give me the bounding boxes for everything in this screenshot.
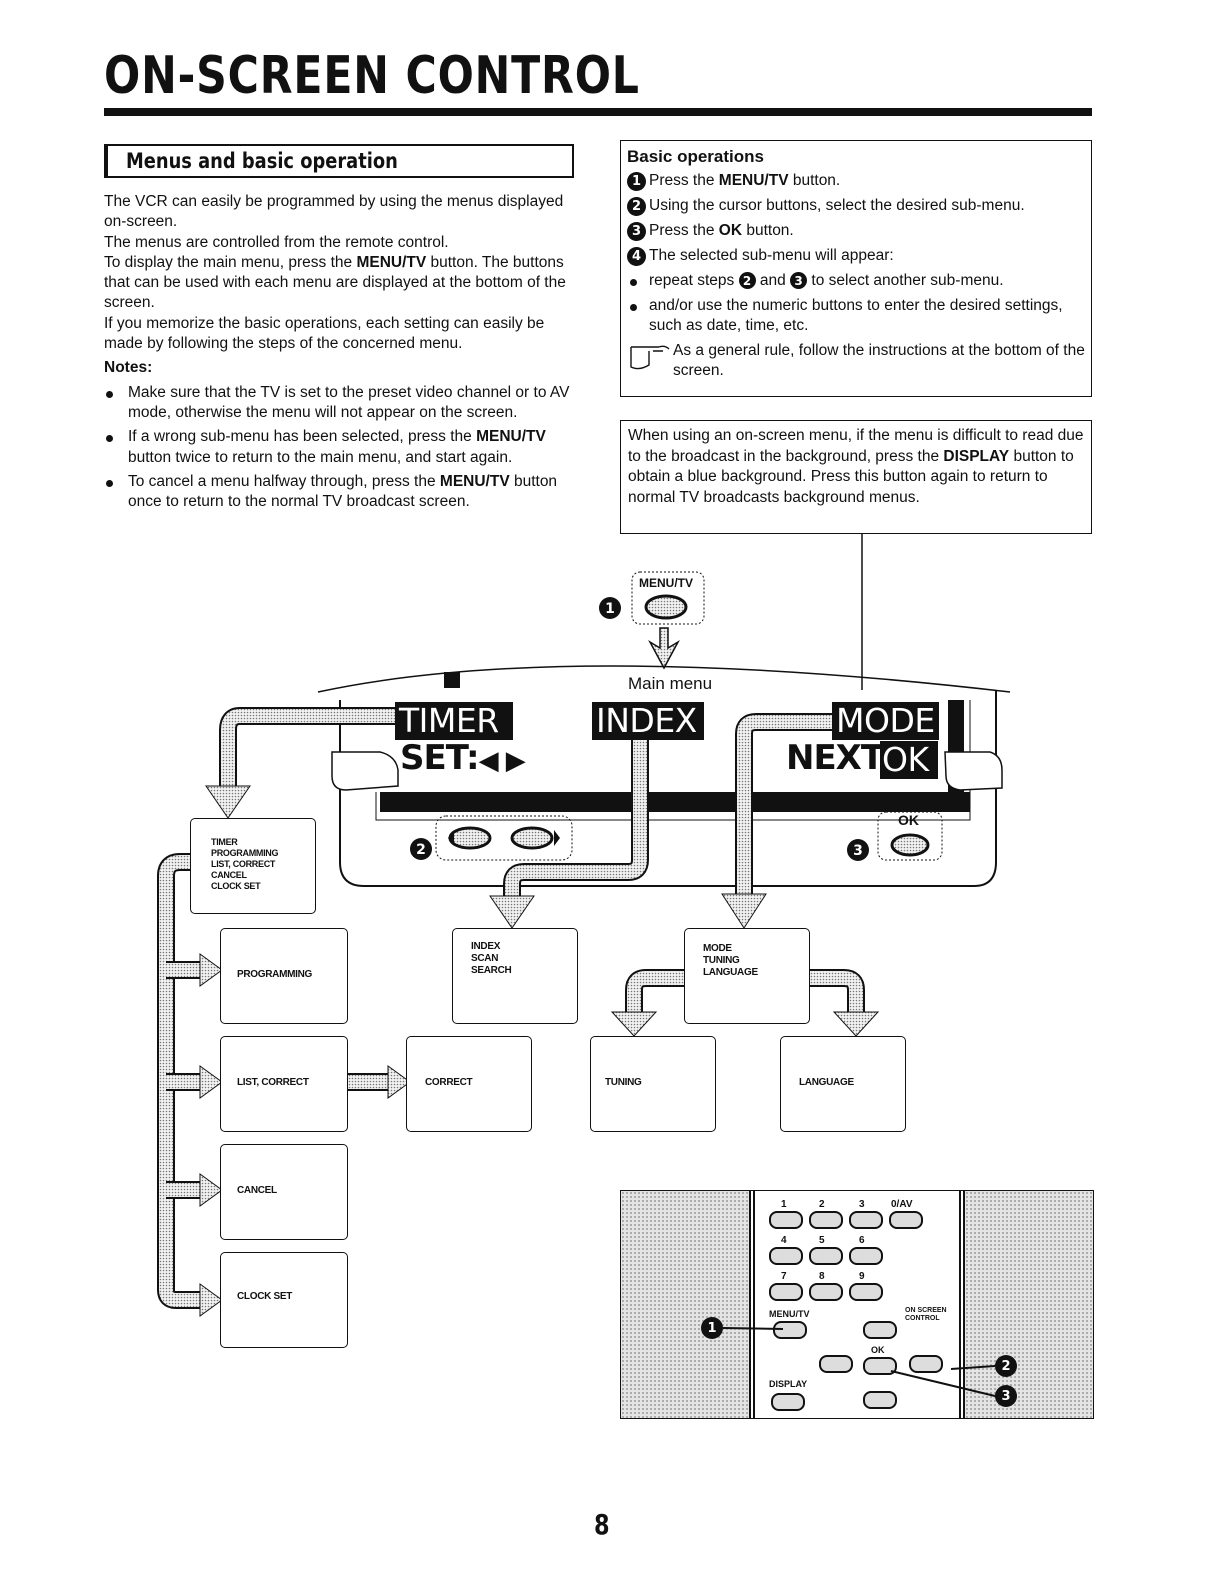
remote-step-2-icon: 2 — [995, 1355, 1017, 1377]
key-label: 5 — [819, 1235, 825, 1246]
menu-tv-button[interactable] — [773, 1321, 807, 1339]
key-5-button[interactable] — [809, 1247, 843, 1265]
osd-set: SET:◀ ▶ — [400, 738, 526, 778]
osd-index: INDEX — [592, 702, 701, 740]
key-label: 2 — [819, 1199, 825, 1210]
remote-step-3-icon: 3 — [995, 1385, 1017, 1407]
osd-mode: MODE — [832, 702, 939, 740]
key-3-button[interactable] — [849, 1211, 883, 1229]
remote-connectors — [722, 1327, 996, 1397]
key-8-button[interactable] — [809, 1283, 843, 1301]
key-label: 9 — [859, 1271, 865, 1282]
hint-note: As a general rule, follow the instructio… — [627, 341, 1085, 381]
clock-set-screen: CLOCK SET — [220, 1252, 348, 1348]
remote-control-detail: 1 2 3 0/AV 4 5 6 7 8 9 MENU/TV ON SCREEN… — [620, 1190, 1094, 1419]
memorize-paragraph: If you memorize the basic operations, ea… — [104, 314, 545, 353]
main-menu-label: Main menu — [628, 674, 713, 693]
intro-paragraph: The VCR can easily be programmed by usin… — [104, 193, 564, 231]
index-menu-screen: INDEX SCAN SEARCH — [452, 928, 578, 1024]
key-2-button[interactable] — [809, 1211, 843, 1229]
cursor-left-button[interactable] — [819, 1355, 853, 1373]
svg-text:1: 1 — [605, 601, 615, 617]
osd-ok: OK — [880, 740, 931, 779]
note-item: To cancel a menu halfway through, press … — [104, 472, 584, 513]
section-heading-box: Menus and basic operation — [104, 144, 574, 178]
menu-tv-key-label: MENU/TV — [769, 1309, 810, 1319]
key-label: 4 — [781, 1235, 787, 1246]
key-label: 6 — [859, 1235, 865, 1246]
programming-screen: PROGRAMMING — [220, 928, 348, 1024]
tuning-screen: TUNING — [590, 1036, 716, 1132]
cancel-screen: CANCEL — [220, 1144, 348, 1240]
key-label: 3 — [859, 1199, 865, 1210]
svg-text:3: 3 — [853, 843, 863, 859]
notes-heading: Notes: — [104, 359, 153, 377]
intro-text: The VCR can easily be programmed by usin… — [104, 192, 584, 512]
sub-bullet: and/or use the numeric buttons to enter … — [627, 296, 1085, 336]
key-label: 0/AV — [891, 1199, 913, 1210]
display-main-paragraph: To display the main menu, press the MENU… — [104, 253, 566, 312]
pointing-hand-icon — [630, 345, 670, 370]
key-7-button[interactable] — [769, 1283, 803, 1301]
display-button[interactable] — [771, 1393, 805, 1411]
remote-step-1-icon: 1 — [701, 1317, 723, 1339]
ok-button[interactable] — [863, 1357, 897, 1375]
key-1-button[interactable] — [769, 1211, 803, 1229]
list-correct-screen: LIST, CORRECT — [220, 1036, 348, 1132]
key-label: 1 — [781, 1199, 787, 1210]
step-number-icon: 3 — [627, 222, 646, 241]
basic-operations-heading: Basic operations — [627, 147, 764, 166]
notes-list: Make sure that the TV is set to the pres… — [104, 383, 584, 513]
display-key-label: DISPLAY — [769, 1379, 808, 1389]
note-item: Make sure that the TV is set to the pres… — [104, 383, 584, 424]
ok-label: OK — [898, 812, 919, 828]
display-note-box: When using an on-screen menu, if the men… — [620, 420, 1092, 534]
osd-next: NEXT: — [786, 738, 895, 778]
key-label: 8 — [819, 1271, 825, 1282]
key-0-av-button[interactable] — [889, 1211, 923, 1229]
svg-text:2: 2 — [416, 842, 426, 858]
section-heading: Menus and basic operation — [126, 149, 398, 173]
language-screen: LANGUAGE — [780, 1036, 906, 1132]
step-number-icon: 4 — [627, 247, 646, 266]
intro-paragraph: The menus are controlled from the remote… — [104, 233, 449, 251]
on-screen-control-label: ON SCREEN CONTROL — [905, 1307, 947, 1322]
cursor-up-button[interactable] — [863, 1321, 897, 1339]
key-label: 7 — [781, 1271, 787, 1282]
ok-key-label: OK — [871, 1345, 885, 1355]
title-rule — [104, 108, 1092, 116]
step-number-icon: 2 — [627, 197, 646, 216]
cursor-down-button[interactable] — [863, 1391, 897, 1409]
osd-timer: TIMER — [395, 702, 503, 740]
key-6-button[interactable] — [849, 1247, 883, 1265]
menu-tv-label: MENU/TV — [639, 576, 693, 590]
note-item: If a wrong sub-menu has been selected, p… — [104, 427, 584, 468]
cursor-right-button[interactable] — [909, 1355, 943, 1373]
correct-screen: CORRECT — [406, 1036, 532, 1132]
page-title: ON-SCREEN CONTROL — [104, 46, 640, 106]
key-4-button[interactable] — [769, 1247, 803, 1265]
timer-menu-screen: TIMER PROGRAMMING LIST, CORRECT CANCEL C… — [190, 818, 316, 914]
mode-menu-screen: MODE TUNING LANGUAGE — [684, 928, 810, 1024]
page-number: 8 — [593, 1508, 610, 1541]
sub-bullet: repeat steps 2 and 3 to select another s… — [627, 271, 1085, 291]
step-number-icon: 1 — [627, 172, 646, 191]
key-9-button[interactable] — [849, 1283, 883, 1301]
